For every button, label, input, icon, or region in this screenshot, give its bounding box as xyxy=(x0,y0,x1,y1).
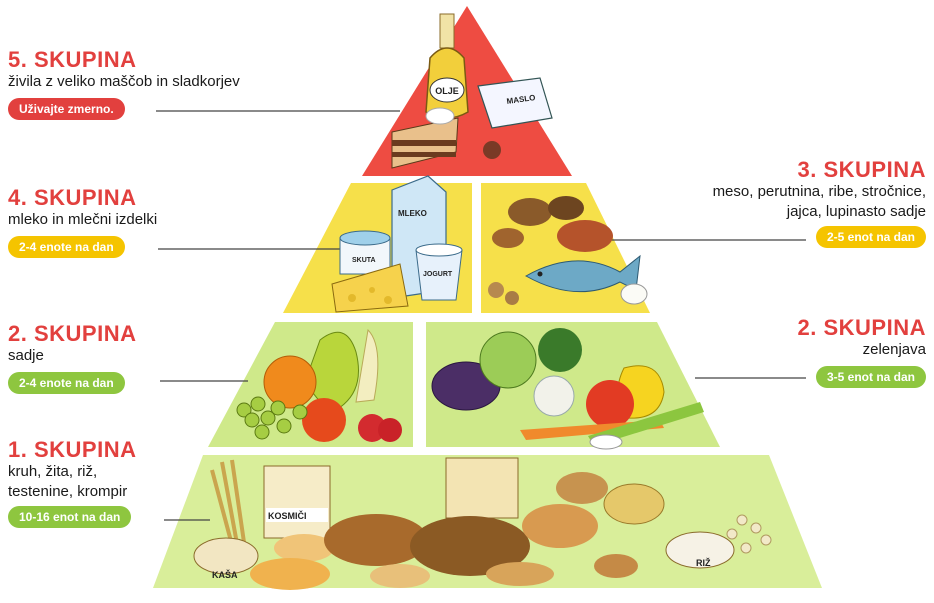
group-5-pill: Uživajte zmerno. xyxy=(8,98,125,120)
group-2-vegetables-pill: 3-5 enot na dan xyxy=(816,366,926,388)
skuta-label: SKUTA xyxy=(352,257,376,264)
group-5-title: 5. SKUPINA xyxy=(8,48,240,72)
group-2-vegetables-title: 2. SKUPINA xyxy=(798,316,926,340)
kosmici-label: KOSMIČI xyxy=(268,510,307,521)
chocolate-candy-illustration xyxy=(483,141,501,159)
group-5-description: živila z veliko maščob in sladkorjev xyxy=(8,72,240,92)
group-3-title: 3. SKUPINA xyxy=(713,158,926,182)
group-2-fruit-pill: 2-4 enote na dan xyxy=(8,372,125,394)
kasa-label: KAŠA xyxy=(212,569,238,580)
group-4-description: mleko in mlečni izdelki xyxy=(8,210,157,230)
jogurt-label: JOGURT xyxy=(423,271,453,278)
group-1-description-line2: testenine, krompir xyxy=(8,482,136,502)
group-4-info: 4. SKUPINA mleko in mlečni izdelki 2-4 e… xyxy=(8,186,157,258)
riz-label: RIŽ xyxy=(696,557,711,568)
group-3-info: 3. SKUPINA meso, perutnina, ribe, stročn… xyxy=(713,158,926,248)
mleko-label: MLEKO xyxy=(398,209,427,218)
group-2-fruit-title: 2. SKUPINA xyxy=(8,322,136,346)
group-3-description-line1: meso, perutnina, ribe, stročnice, xyxy=(713,182,926,202)
group-1-info: 1. SKUPINA kruh, žita, riž, testenine, k… xyxy=(8,438,136,528)
olje-label: OLJE xyxy=(435,86,459,96)
group-1-description-line1: kruh, žita, riž, xyxy=(8,462,136,482)
egg-illustration xyxy=(621,284,647,304)
cottage-cheese-tub-illustration: SKUTA xyxy=(340,231,390,274)
group-2-vegetables-description: zelenjava xyxy=(798,340,926,360)
group-1-pill: 10-16 enot na dan xyxy=(8,506,131,528)
group-4-pill: 2-4 enote na dan xyxy=(8,236,125,258)
group-2-fruit-description: sadje xyxy=(8,346,136,366)
yogurt-cup-illustration: JOGURT xyxy=(416,244,462,300)
group-4-title: 4. SKUPINA xyxy=(8,186,157,210)
group-1-title: 1. SKUPINA xyxy=(8,438,136,462)
group-3-pill: 2-5 enot na dan xyxy=(816,226,926,248)
group-5-info: 5. SKUPINA živila z veliko maščob in sla… xyxy=(8,48,240,120)
butter-box-illustration: MASLO xyxy=(478,78,552,128)
group-3-description-line2: jajca, lupinasto sadje xyxy=(713,202,926,222)
group-2-fruit-info: 2. SKUPINA sadje 2-4 enote na dan xyxy=(8,322,136,394)
group-2-vegetables-info: 2. SKUPINA zelenjava 3-5 enot na dan xyxy=(798,316,926,388)
